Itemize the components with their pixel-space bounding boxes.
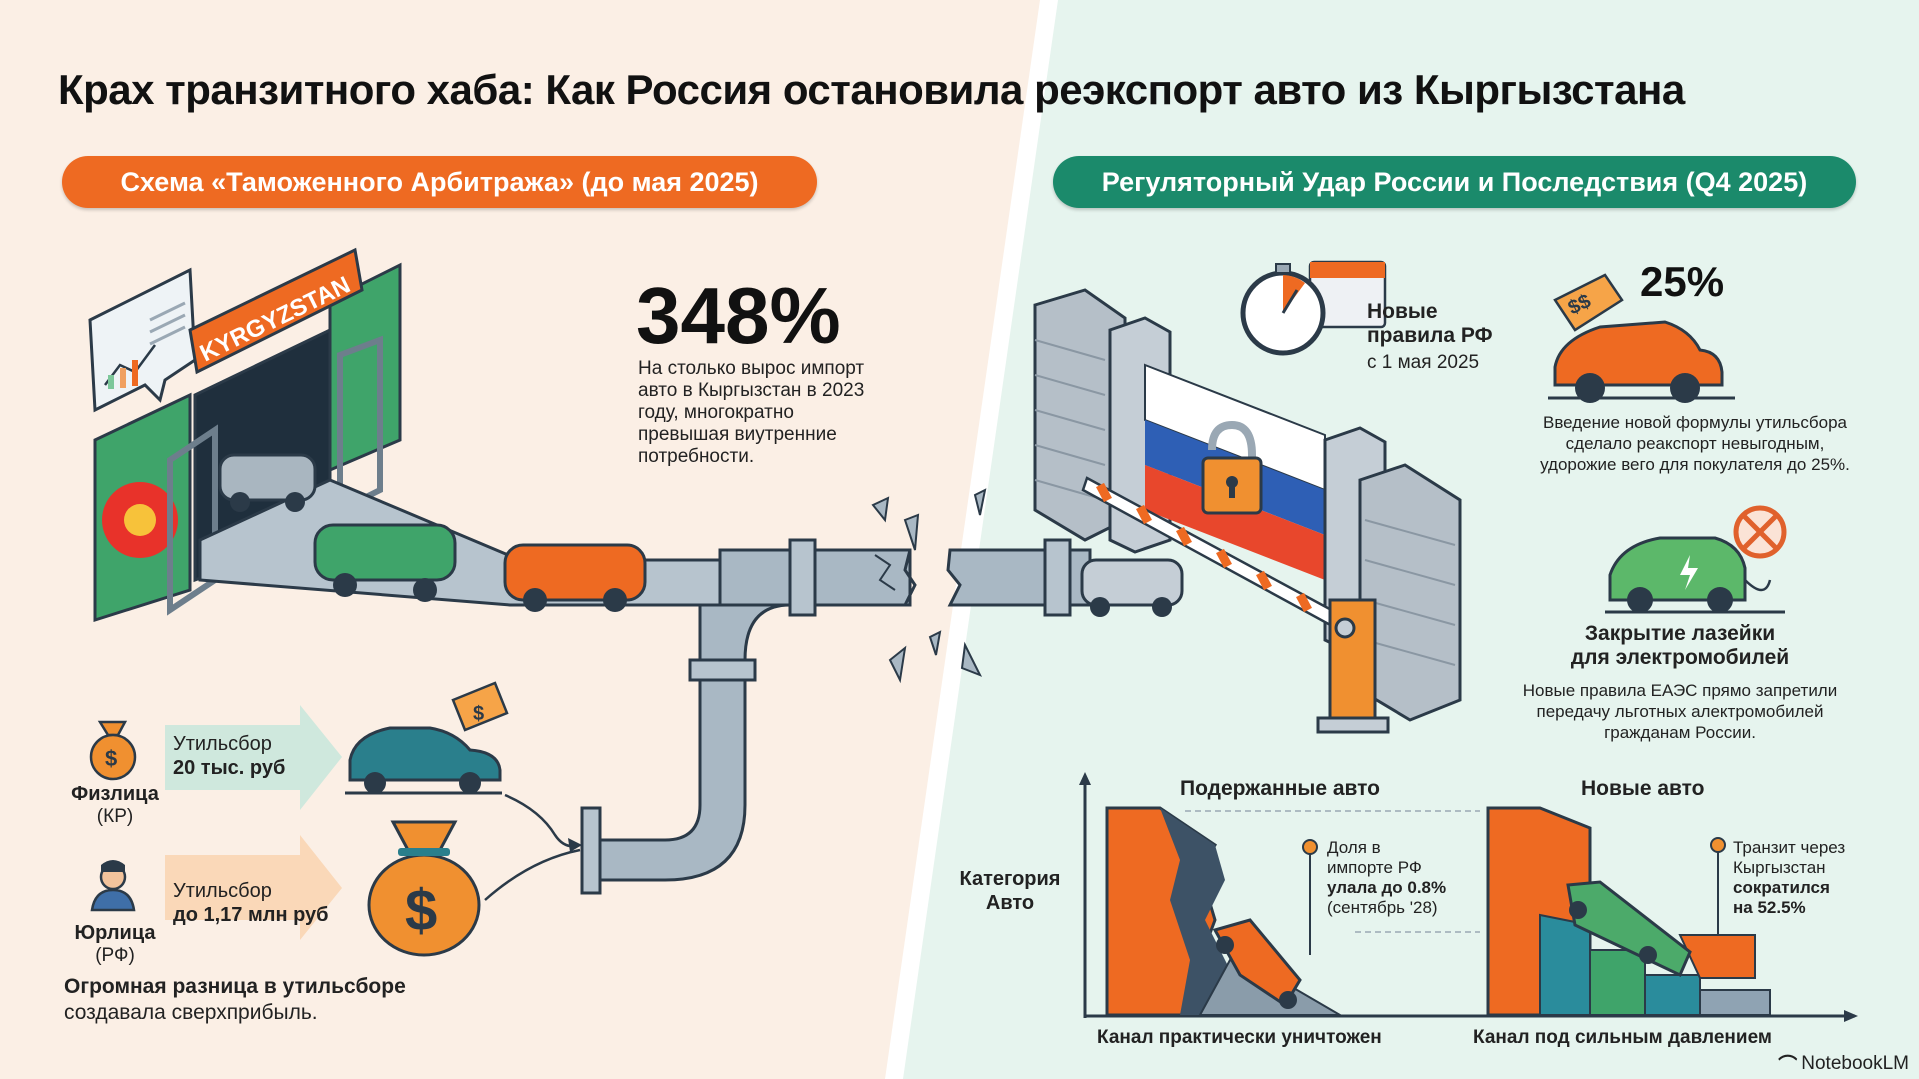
ev-loophole-description: Новые правила ЕАЭС прямо запретили перед… bbox=[1522, 681, 1838, 742]
padlock-icon bbox=[1201, 420, 1263, 515]
new-rules-title: Новые правила РФ bbox=[1367, 300, 1493, 347]
individuals-label: Физлица bbox=[71, 783, 159, 805]
money-bag-large-icon: $ bbox=[367, 820, 481, 957]
sliding-green-car-icon bbox=[1566, 880, 1692, 978]
collapsed-building-icon bbox=[1105, 806, 1344, 1017]
import-growth-description: На столько вырос импорт авто в Кыргызста… bbox=[638, 358, 865, 467]
notebooklm-icon: ⌒ bbox=[1778, 1055, 1798, 1076]
green-car-icon bbox=[313, 523, 457, 602]
new-cars-title: Новые авто bbox=[1581, 777, 1705, 800]
price-increase-stat: 25% bbox=[1640, 258, 1725, 305]
used-cars-title: Подержанные авто bbox=[1180, 777, 1380, 800]
price-tag-dollars-icon: $$ bbox=[1553, 273, 1624, 332]
legal-entities-sublabel: (РФ) bbox=[95, 945, 135, 966]
broken-shards bbox=[871, 488, 987, 684]
chart-bubble-icon bbox=[88, 267, 197, 413]
left-section-header: Схема «Таможенного Арбитража» (до мая 20… bbox=[62, 156, 817, 208]
right-section-header: Регуляторный Удар России и Последствия (… bbox=[1053, 156, 1856, 208]
grey-car-icon bbox=[218, 453, 317, 512]
individuals-sublabel: (КР) bbox=[96, 806, 134, 827]
transit-pipe bbox=[580, 538, 917, 895]
prohibited-icon bbox=[1733, 505, 1787, 559]
businessman-icon bbox=[90, 860, 136, 912]
legal-entities-label: Юрлица bbox=[74, 922, 156, 944]
new-rules-date: с 1 мая 2025 bbox=[1367, 352, 1480, 373]
legal-entities-fee-label: Утильсбор bbox=[173, 880, 272, 902]
falling-orange-car-icon bbox=[1212, 918, 1302, 1009]
conclusion-bold: Огромная разница в утильсборе bbox=[64, 975, 406, 998]
notebooklm-logo: ⌒ NotebookLM bbox=[1778, 1050, 1909, 1077]
stopped-car-icon bbox=[1080, 558, 1184, 617]
used-cars-caption: Канал практически уничтожен bbox=[1097, 1027, 1382, 1048]
price-tag-icon: $ bbox=[451, 681, 509, 732]
legal-entities-fee-value: до 1,17 млн руб bbox=[173, 904, 329, 926]
svg-text:$: $ bbox=[405, 878, 437, 943]
conclusion-text: создавала сверхприбыль. bbox=[64, 1001, 318, 1024]
individuals-fee-label: Утильсбор bbox=[173, 733, 272, 755]
svg-text:$: $ bbox=[105, 746, 117, 771]
ev-loophole-title: Закрытие лазейки для электромобилей bbox=[1570, 622, 1790, 669]
money-bag-small-icon: $ bbox=[89, 720, 137, 781]
blue-car-icon bbox=[345, 726, 502, 795]
stopwatch-calendar-icon bbox=[1240, 260, 1387, 356]
page-title: Крах транзитного хаба: Как Россия остано… bbox=[58, 66, 1685, 113]
individuals-fee-value: 20 тыс. руб bbox=[173, 757, 286, 779]
chart-y-axis-label: Категория Авто bbox=[959, 868, 1061, 914]
electric-car-icon bbox=[1605, 536, 1785, 614]
new-cars-caption: Канал под сильным давлением bbox=[1473, 1027, 1772, 1048]
new-cars-note: Транзит через Кыргызстан сократился на 5… bbox=[1733, 838, 1846, 917]
stepped-bars-icon bbox=[1486, 806, 1771, 1017]
orange-sedan-icon bbox=[1548, 320, 1735, 403]
orange-car-icon bbox=[503, 543, 647, 612]
svg-text:$: $ bbox=[473, 703, 484, 725]
used-cars-note: Доля в импорте РФ улала до 0.8% (сентябр… bbox=[1327, 838, 1447, 917]
price-increase-description: Введение новой формулы утильсбора сделал… bbox=[1540, 413, 1850, 474]
import-growth-stat: 348% bbox=[636, 271, 841, 360]
